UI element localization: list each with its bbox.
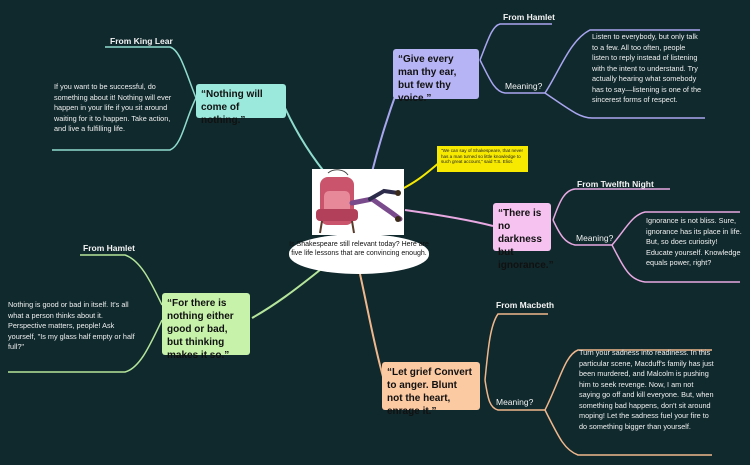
source-hamlet-2: From Hamlet [83, 243, 135, 253]
central-question: Is Shakespeare still relevant today? Her… [289, 241, 429, 257]
node-nothing-good-or-bad[interactable]: “For there is nothing either good or bad… [162, 293, 250, 361]
node-no-darkness[interactable]: “There is no darkness but ignorance.” [493, 203, 554, 271]
link-center-macbeth [359, 273, 385, 381]
source-macbeth: From Macbeth [496, 300, 555, 310]
meaning-label-5: Meaning? [496, 397, 534, 407]
link-lear-source [105, 46, 197, 99]
quote-no-darkness: “There is no darkness but ignorance.” [498, 208, 554, 271]
meaning-text-5: Turn your sadness into readiness. In thi… [579, 348, 714, 431]
quote-nothing-will-come: “Nothing will come of nothing.” [201, 89, 263, 126]
source-hamlet-1: From Hamlet [503, 12, 555, 22]
central-topic[interactable]: Is Shakespeare still relevant today? Her… [289, 234, 429, 274]
link-hamlet2-source [80, 254, 163, 306]
link-hamlet1-text-bottom [544, 92, 705, 119]
meaning-label-3: Meaning? [576, 233, 614, 243]
meaning-text-4: Nothing is good or bad in itself. It's a… [8, 300, 135, 351]
link-hamlet1-source [479, 23, 552, 61]
link-hamlet2-text [8, 319, 163, 373]
link-center-hamlet2 [251, 269, 321, 319]
source-king-lear: From King Lear [110, 36, 173, 46]
quote-let-grief-convert: “Let grief Convert to anger. Blunt not t… [387, 367, 473, 417]
link-twelfth-source [552, 188, 670, 221]
source-twelfth-night: From Twelfth Night [577, 179, 654, 189]
link-twelfth-text-bottom [611, 244, 740, 283]
link-macbeth-text-bottom [544, 409, 712, 456]
link-hamlet1-meaning [479, 29, 700, 94]
link-lear-text [52, 97, 197, 151]
meaning-label-1: Meaning? [505, 81, 543, 91]
meaning-text-3: Ignorance is not bliss. Sure, ignorance … [646, 216, 742, 267]
quote-nothing-good-or-bad: “For there is nothing either good or bad… [167, 298, 234, 361]
shakespeare-illustration [312, 169, 404, 235]
meaning-text-1: Listen to everybody, but only talk to a … [592, 32, 702, 104]
node-let-grief-convert[interactable]: “Let grief Convert to anger. Blunt not t… [382, 362, 480, 417]
link-center-note [399, 161, 441, 191]
link-center-hamlet1 [371, 87, 399, 173]
chair-drawing-icon [316, 169, 403, 234]
quote-give-every-man: “Give every man thy ear, but few thy voi… [398, 54, 457, 104]
link-center-twelfth [404, 209, 494, 227]
link-macbeth-source [484, 313, 548, 381]
eliot-quote-text: "We can say of Shakespeare, that never h… [441, 148, 523, 165]
link-macbeth-meaning [484, 349, 712, 411]
node-give-every-man[interactable]: “Give every man thy ear, but few thy voi… [393, 49, 479, 104]
meaning-text-2: If you want to be successful, do somethi… [54, 82, 172, 133]
eliot-quote-note[interactable]: "We can say of Shakespeare, that never h… [437, 146, 528, 172]
node-nothing-will-come[interactable]: “Nothing will come of nothing.” [196, 84, 286, 126]
